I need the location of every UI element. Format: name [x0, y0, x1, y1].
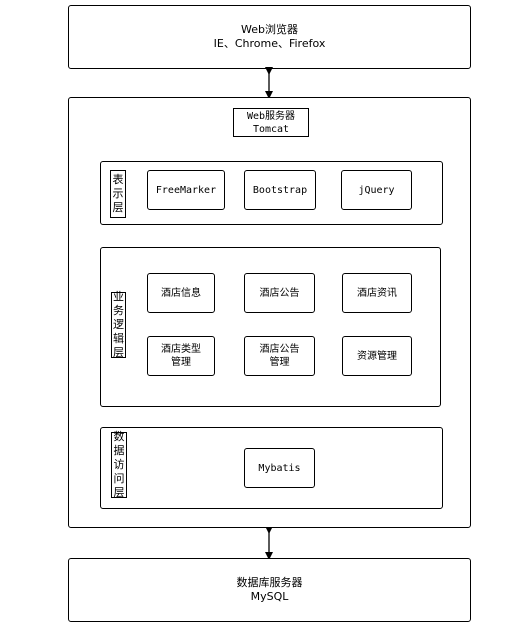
web-browser-box: Web浏览器 IE、Chrome、Firefox [68, 5, 471, 69]
database-server-box: 数据库服务器 MySQL [68, 558, 471, 622]
business-logic-layer [100, 247, 441, 407]
component-hotel-type-management: 酒店类型管理 [147, 336, 215, 376]
web-server-subtitle: Tomcat [252, 123, 290, 135]
business-logic-layer-label: 业务逻辑层 [111, 290, 126, 359]
data-access-layer-label: 数据访问层 [111, 430, 127, 499]
component-hotel-info: 酒店信息 [147, 273, 215, 313]
component-jquery: jQuery [341, 170, 412, 210]
database-subtitle: MySQL [250, 590, 289, 603]
component-hotel-notice: 酒店公告 [244, 273, 315, 313]
web-server-title: Web服务器 [246, 110, 296, 122]
component-hotel-news: 酒店资讯 [342, 273, 412, 313]
component-bootstrap: Bootstrap [244, 170, 316, 210]
presentation-layer-label: 表示层 [110, 170, 126, 218]
component-mybatis: Mybatis [244, 448, 315, 488]
database-title: 数据库服务器 [236, 576, 303, 589]
browser-list: IE、Chrome、Firefox [213, 37, 326, 50]
component-hotel-notice-management: 酒店公告管理 [244, 336, 315, 376]
web-server-label: Web服务器 Tomcat [233, 108, 309, 137]
component-freemarker: FreeMarker [147, 170, 225, 210]
component-resource-management: 资源管理 [342, 336, 412, 376]
browser-title: Web浏览器 [241, 23, 298, 36]
